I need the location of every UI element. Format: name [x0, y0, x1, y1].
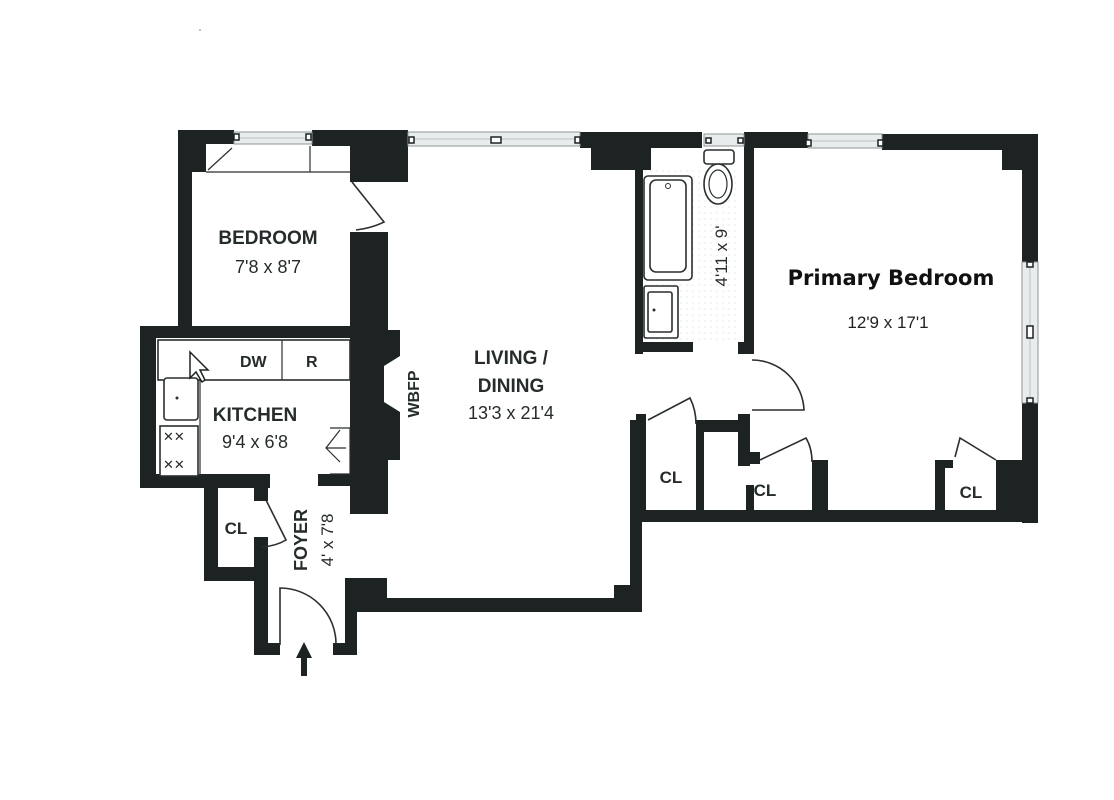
sink-icon: [163, 377, 199, 421]
dishwasher-label: DW: [240, 354, 268, 371]
room-bedroom: BEDROOM 7'8 x 8'7: [218, 228, 317, 277]
refrigerator-label: R: [306, 354, 318, 371]
room-dimensions: 13'3 x 21'4: [468, 403, 554, 423]
room-dimensions: 12'9 x 17'1: [847, 313, 928, 332]
room-label-line2: DINING: [478, 376, 545, 397]
room-primary-bedroom: Primary Bedroom 12'9 x 17'1: [788, 266, 995, 332]
room-label: Primary Bedroom: [788, 266, 995, 290]
cursor-icon: [189, 350, 210, 384]
stove-icon: ✕✕ ✕✕: [159, 425, 199, 477]
svg-text:✕✕: ✕✕: [163, 429, 185, 444]
room-dimensions: 4'11 x 9': [712, 226, 731, 287]
fireplace-label: WBFP: [406, 370, 423, 417]
room-bathroom: 4'11 x 9': [712, 226, 731, 287]
room-living-dining: LIVING / DINING 13'3 x 21'4: [468, 348, 554, 423]
svg-text:✕✕: ✕✕: [163, 457, 185, 472]
closet-label-foyer: CL: [225, 519, 248, 538]
toilet-tank-icon: [703, 149, 735, 165]
room-dimensions: 4' x 7'8: [318, 514, 337, 567]
room-kitchen: KITCHEN 9'4 x 6'8: [213, 405, 297, 452]
closet-label-hall-1: CL: [660, 468, 683, 487]
walls: [140, 130, 1038, 655]
windows: [206, 131, 1039, 404]
room-dimensions: 9'4 x 6'8: [222, 432, 288, 452]
room-dimensions: 7'8 x 8'7: [235, 257, 301, 277]
speck: [199, 29, 201, 31]
closet-label-primary: CL: [960, 483, 983, 502]
fireplace-icon: [384, 356, 400, 412]
arrow-up-icon: [296, 642, 312, 676]
room-foyer: FOYER 4' x 7'8: [291, 509, 337, 571]
room-label: BEDROOM: [218, 228, 317, 249]
room-label: KITCHEN: [213, 405, 297, 426]
room-label-line1: LIVING /: [474, 348, 549, 369]
bath-fixtures: [643, 149, 739, 342]
closet-label-hall-2: CL: [754, 481, 777, 500]
room-label: FOYER: [291, 509, 311, 571]
